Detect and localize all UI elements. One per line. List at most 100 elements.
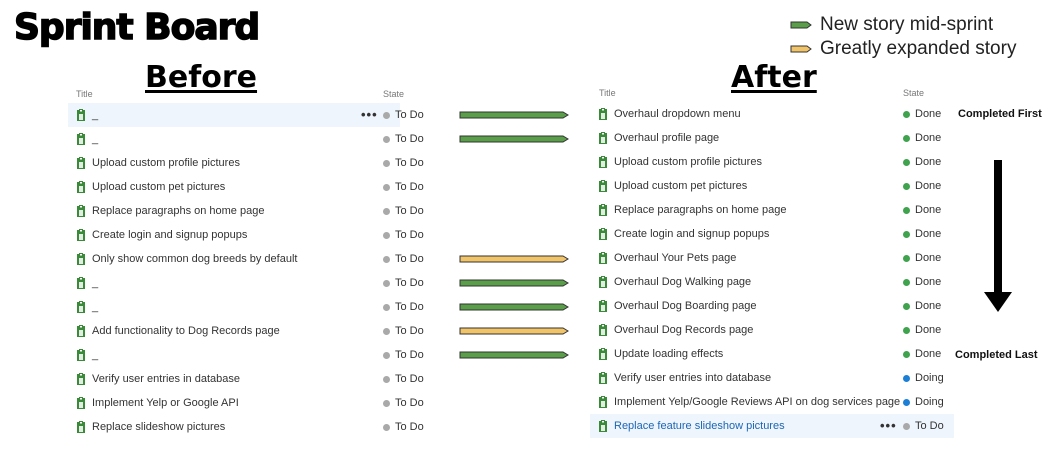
row-title[interactable]: Overhaul Dog Records page [614, 324, 754, 336]
table-row[interactable]: _ [68, 127, 416, 151]
row-title[interactable]: Upload custom pet pictures [614, 180, 748, 192]
state-cell[interactable]: To Do [383, 319, 424, 343]
user-story-icon [599, 275, 607, 288]
state-cell[interactable]: Done [903, 294, 941, 318]
row-title[interactable]: _ [92, 109, 99, 121]
row-title[interactable]: Upload custom profile pictures [92, 157, 240, 169]
row-title[interactable]: Verify user entries in database [92, 373, 240, 385]
state-cell[interactable]: To Do [383, 223, 424, 247]
state-cell[interactable]: Doing [903, 366, 944, 390]
state-cell[interactable]: To Do [383, 295, 424, 319]
row-title[interactable]: Add functionality to Dog Records page [92, 325, 280, 337]
row-title[interactable]: Verify user entries into database [614, 372, 772, 384]
table-row[interactable]: Verify user entries in database [68, 367, 416, 391]
row-title[interactable]: Replace paragraphs on home page [614, 204, 787, 216]
table-row[interactable]: Overhaul Your Pets page [590, 246, 968, 270]
table-row[interactable]: Replace slideshow pictures [68, 415, 416, 439]
before-state-header[interactable]: State [383, 89, 405, 99]
before-title-header[interactable]: Title [76, 89, 93, 99]
table-row[interactable]: Create login and signup popups [68, 223, 416, 247]
state-cell[interactable]: To Do [383, 391, 424, 415]
state-cell[interactable]: Done [903, 150, 941, 174]
state-dot-icon [903, 302, 910, 310]
state-cell[interactable]: To Do [383, 151, 424, 175]
user-story-icon [77, 180, 85, 193]
row-title[interactable]: Only show common dog breeds by default [92, 253, 298, 265]
table-row[interactable]: Only show common dog breeds by default [68, 247, 416, 271]
state-cell[interactable]: Done [903, 198, 941, 222]
table-row[interactable]: Upload custom pet pictures [590, 174, 968, 198]
row-title[interactable]: Replace paragraphs on home page [92, 205, 265, 217]
row-title[interactable]: Overhaul Dog Walking page [614, 276, 752, 288]
table-row[interactable]: Overhaul Dog Records page [590, 318, 968, 342]
more-options-button[interactable]: ••• [361, 107, 378, 122]
table-row[interactable]: Replace paragraphs on home page [68, 199, 416, 223]
row-title[interactable]: Implement Yelp or Google API [92, 397, 239, 409]
row-title[interactable]: Implement Yelp/Google Reviews API on dog… [614, 396, 901, 408]
state-cell[interactable]: Doing [903, 390, 944, 414]
state-cell[interactable]: To Do [383, 415, 424, 439]
table-row[interactable]: _ [68, 103, 400, 127]
user-story-icon [77, 252, 85, 265]
more-options-button[interactable]: ••• [880, 418, 897, 433]
row-title[interactable]: Create login and signup popups [614, 228, 770, 240]
state-cell[interactable]: To Do [383, 103, 424, 127]
table-row[interactable]: Update loading effects [590, 342, 968, 366]
after-state-header[interactable]: State [903, 88, 925, 98]
state-cell[interactable]: To Do [903, 414, 944, 438]
state-cell[interactable]: To Do [383, 199, 424, 223]
state-cell[interactable]: Done [903, 222, 941, 246]
table-row[interactable]: Upload custom profile pictures [590, 150, 968, 174]
table-row[interactable]: Implement Yelp or Google API [68, 391, 416, 415]
row-title[interactable]: Overhaul dropdown menu [614, 108, 741, 120]
state-dot-icon [383, 399, 390, 407]
row-title[interactable]: _ [92, 277, 99, 289]
table-row[interactable]: Upload custom profile pictures [68, 151, 416, 175]
state-cell[interactable]: Done [903, 246, 941, 270]
state-cell[interactable]: To Do [383, 247, 424, 271]
table-row[interactable]: Overhaul profile page [590, 126, 968, 150]
table-row[interactable]: Overhaul Dog Boarding page [590, 294, 968, 318]
state-dot-icon [903, 182, 910, 190]
table-row[interactable]: Replace feature slideshow pictures [590, 414, 954, 438]
table-row[interactable]: Overhaul dropdown menu [590, 102, 968, 126]
table-row[interactable]: Create login and signup popups [590, 222, 968, 246]
table-row[interactable]: _ [68, 295, 416, 319]
table-row[interactable]: Verify user entries into database [590, 366, 968, 390]
table-row[interactable]: Upload custom pet pictures [68, 175, 416, 199]
row-title[interactable]: Overhaul Dog Boarding page [614, 300, 757, 312]
row-title[interactable]: Replace feature slideshow pictures [614, 420, 785, 432]
state-cell[interactable]: Done [903, 102, 941, 126]
state-cell[interactable]: Done [903, 270, 941, 294]
state-label: To Do [395, 157, 424, 169]
state-cell[interactable]: Done [903, 174, 941, 198]
table-row[interactable]: Overhaul Dog Walking page [590, 270, 968, 294]
table-row[interactable]: _ [68, 271, 416, 295]
state-cell[interactable]: To Do [383, 127, 424, 151]
legend-item-expanded-story: Greatly expanded story [790, 37, 1016, 61]
row-title[interactable]: Overhaul profile page [614, 132, 720, 144]
table-row[interactable]: Implement Yelp/Google Reviews API on dog… [590, 390, 968, 414]
state-cell[interactable]: To Do [383, 367, 424, 391]
row-title[interactable]: Replace slideshow pictures [92, 421, 226, 433]
row-title[interactable]: _ [92, 301, 99, 313]
state-cell[interactable]: To Do [383, 175, 424, 199]
row-title[interactable]: Create login and signup popups [92, 229, 248, 241]
table-row[interactable]: _ [68, 343, 416, 367]
row-title[interactable]: Update loading effects [614, 348, 724, 360]
row-title[interactable]: Overhaul Your Pets page [614, 252, 737, 264]
after-title-header[interactable]: Title [599, 88, 616, 98]
row-title[interactable]: Upload custom pet pictures [92, 181, 226, 193]
table-row[interactable]: Add functionality to Dog Records page [68, 319, 416, 343]
state-cell[interactable]: To Do [383, 271, 424, 295]
state-cell[interactable]: Done [903, 126, 941, 150]
row-title[interactable]: _ [92, 133, 99, 145]
green-arrow-icon [790, 21, 812, 29]
state-label: To Do [395, 229, 424, 241]
row-title[interactable]: _ [92, 349, 99, 361]
state-cell[interactable]: Done [903, 342, 941, 366]
table-row[interactable]: Replace paragraphs on home page [590, 198, 968, 222]
state-cell[interactable]: To Do [383, 343, 424, 367]
state-cell[interactable]: Done [903, 318, 941, 342]
row-title[interactable]: Upload custom profile pictures [614, 156, 762, 168]
